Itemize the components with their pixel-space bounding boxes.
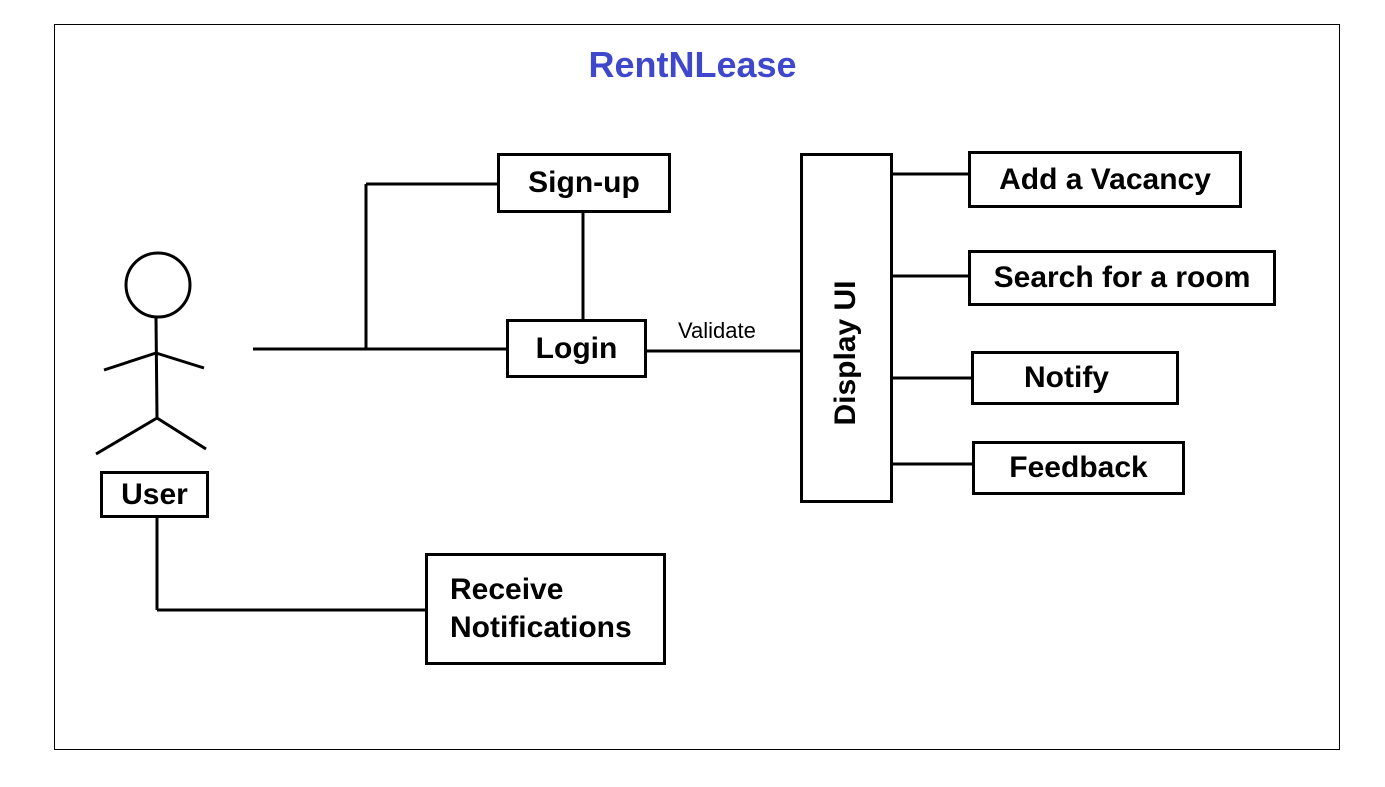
feedback-box: Feedback: [972, 441, 1185, 495]
diagram-title: RentNLease: [588, 44, 797, 85]
actor-body: [154, 317, 159, 419]
validate-label: Validate: [678, 318, 756, 343]
actor-head: [124, 251, 192, 319]
display-ui-box: [800, 153, 893, 503]
actor-user-box: User: [100, 471, 209, 518]
login-box: Login: [506, 319, 647, 378]
actor-leg-right: [156, 416, 207, 451]
signup-box: Sign-up: [497, 153, 671, 213]
actor-arms-right: [155, 351, 205, 370]
search-room-box: Search for a room: [968, 250, 1276, 306]
display-ui-label: Display UI: [829, 280, 862, 426]
actor-arms-left: [103, 351, 157, 372]
diagram-frame: [54, 24, 1340, 750]
notify-box: Notify: [971, 351, 1179, 405]
receive-notifications-box: Receive Notifications: [425, 553, 666, 665]
actor-leg-left: [95, 416, 158, 456]
add-vacancy-box: Add a Vacancy: [968, 151, 1242, 208]
